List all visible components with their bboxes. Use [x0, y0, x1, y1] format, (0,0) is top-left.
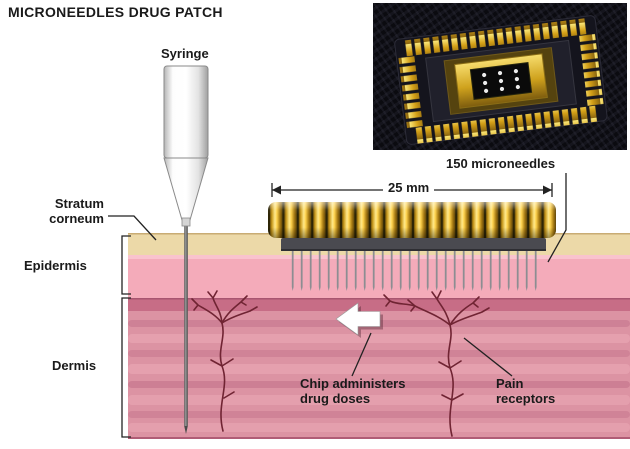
dermis-bottom-edge: [128, 437, 630, 439]
syringe-illustration: [163, 65, 209, 434]
epidermis-label: Epidermis: [24, 258, 87, 273]
microneedle-patch: [268, 202, 556, 291]
measurement-label: 25 mm: [383, 180, 435, 195]
dermis-striations: [128, 320, 630, 432]
syringe-barrel: [163, 65, 209, 159]
syringe-needle-tip: [184, 426, 188, 434]
chip-photo: [373, 3, 627, 150]
leader-line-microneedles: [547, 173, 567, 263]
pain-receptors-label: Pain receptors: [496, 376, 556, 406]
patch-base: [281, 238, 546, 251]
drug-flow-arrow-shape: [335, 302, 381, 336]
syringe-needle: [184, 224, 188, 426]
chip-package: [394, 15, 608, 145]
page-title: MICRONEEDLES DRUG PATCH: [8, 4, 223, 20]
dermis-bracket: [121, 297, 131, 438]
leader-line-chip: [351, 332, 372, 377]
dermis-top-band: [128, 298, 630, 311]
patch-gold-shading: [268, 202, 556, 238]
pain-receptor-nerve-right: [383, 290, 490, 437]
chip-pins: [398, 18, 604, 144]
syringe-label: Syringe: [161, 46, 209, 61]
chip-administers-label: Chip administers drug doses: [300, 376, 406, 406]
leader-line-pain: [463, 337, 513, 377]
microneedle-array: [288, 250, 540, 291]
microneedles-count-label: 150 microneedles: [446, 156, 556, 171]
syringe-hub: [181, 217, 191, 227]
dermis-layer: [128, 311, 630, 439]
leader-line-stratum: [108, 215, 157, 241]
epidermis-bracket: [121, 235, 131, 295]
syringe-cone: [163, 157, 209, 221]
stratum-corneum-label: Stratum corneum: [49, 196, 104, 226]
pain-receptor-nerve-left: [191, 290, 258, 432]
dermis-label: Dermis: [52, 358, 97, 373]
dermis-band-edge: [128, 298, 630, 300]
drug-flow-arrow: [335, 302, 383, 338]
chip-photo-art: [394, 15, 608, 145]
patch-base-edge: [281, 249, 546, 251]
die-dots: [482, 69, 520, 93]
